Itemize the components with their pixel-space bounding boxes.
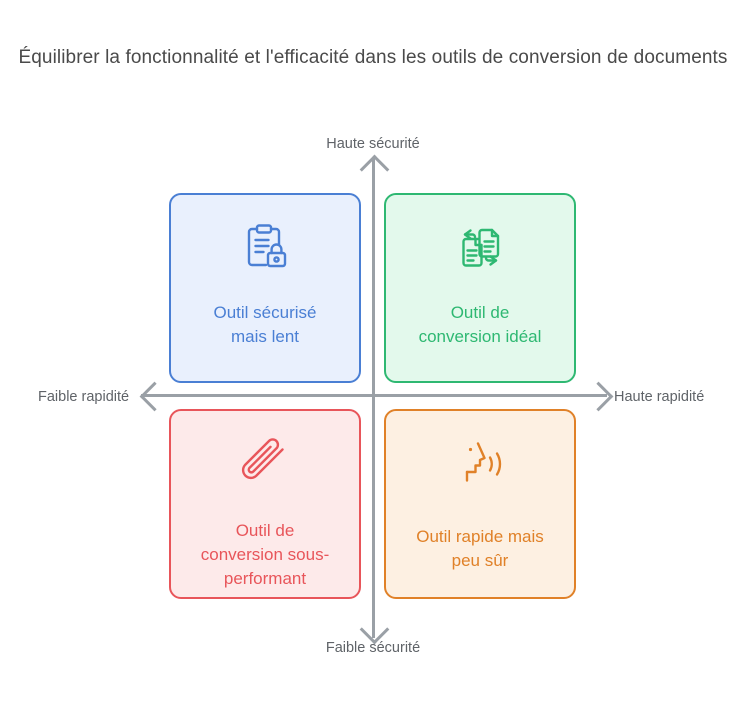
quadrant-label-bottom-left: Outil de conversion sous- performant [200, 521, 330, 588]
clipboard-lock-icon [237, 217, 293, 279]
quadrant-card-bottom-left[interactable]: Outil de conversion sous- performant [169, 409, 361, 599]
axis-label-top: Haute sécurité [326, 136, 420, 152]
arrow-left-icon [139, 381, 170, 412]
quadrant-card-top-left[interactable]: Outil sécurisé mais lent [169, 193, 361, 383]
quadrant-card-bottom-right[interactable]: Outil rapide mais peu sûr [384, 409, 576, 599]
quadrant-label-top-left: Outil sécurisé mais lent [213, 303, 317, 346]
horizontal-axis-line [141, 394, 607, 397]
quadrant-label-top-right: Outil de conversion idéal [418, 303, 542, 346]
quadrant-card-top-right[interactable]: Outil de conversion idéal [384, 193, 576, 383]
speaking-head-icon [451, 433, 509, 495]
page-title: Équilibrer la fonctionnalité et l'effica… [18, 47, 728, 68]
axis-label-left: Faible rapidité [38, 389, 130, 405]
arrow-up-icon [359, 154, 390, 185]
arrow-right-icon [583, 381, 614, 412]
document-conversion-icon [452, 217, 508, 279]
vertical-axis-line [372, 157, 375, 638]
quadrant-label-bottom-right: Outil rapide mais peu sûr [416, 527, 544, 570]
paperclip-icon [236, 433, 294, 495]
axis-label-bottom: Faible sécurité [325, 640, 421, 656]
axis-label-right: Haute rapidité [614, 389, 705, 405]
